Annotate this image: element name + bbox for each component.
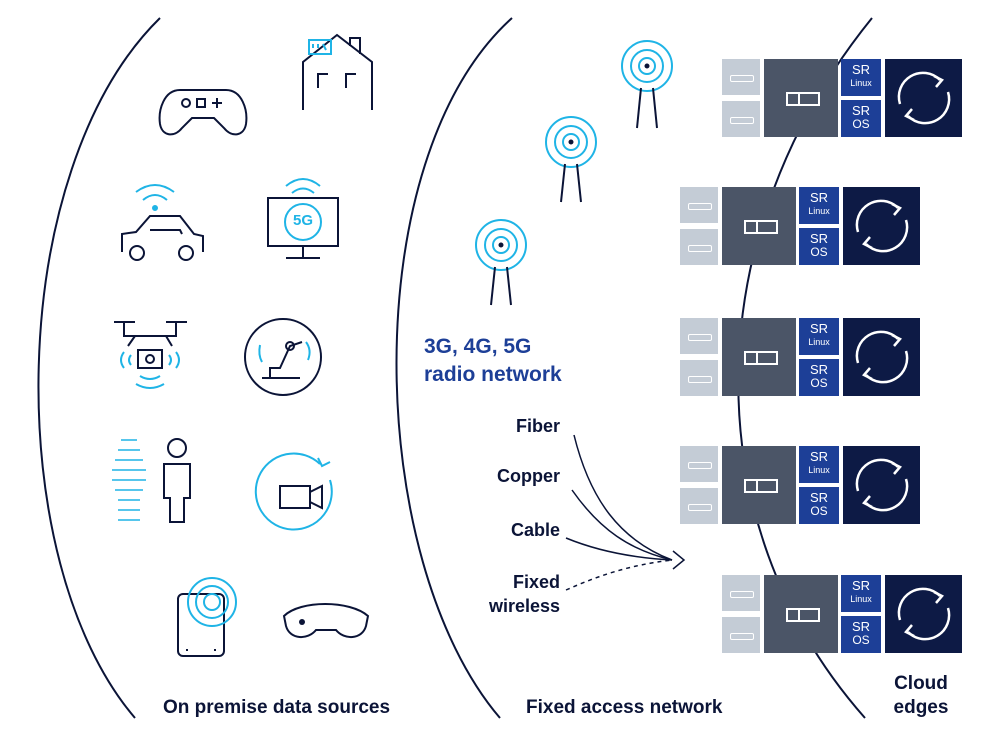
radio-network-line2: radio network bbox=[424, 363, 562, 386]
fixed-wireless-line2: wireless bbox=[488, 596, 560, 616]
5g-tv-icon bbox=[267, 178, 339, 259]
server-chassis bbox=[764, 575, 838, 653]
switch-icon bbox=[786, 608, 820, 622]
access-boundary-arc bbox=[395, 17, 513, 719]
fixed-access-section-label: Fixed access network bbox=[526, 697, 723, 718]
copper-line bbox=[571, 489, 673, 561]
server-slot bbox=[680, 229, 718, 265]
vr-headset-icon bbox=[282, 603, 370, 638]
switch-icon bbox=[744, 479, 778, 493]
copper-label: Copper bbox=[497, 466, 560, 486]
robotic-arm-icon bbox=[244, 318, 322, 396]
tv-5g-label: 5G bbox=[292, 212, 313, 229]
radio-tower-icon bbox=[545, 116, 597, 203]
switch-icon bbox=[786, 92, 820, 106]
game-controller-icon bbox=[158, 89, 248, 136]
fixed-wireless-label: Fixed wireless bbox=[460, 570, 560, 618]
server-slot bbox=[680, 187, 718, 223]
cloud-edge-panel bbox=[843, 446, 920, 524]
on-premise-section-label: On premise data sources bbox=[163, 697, 391, 718]
server-slot bbox=[680, 318, 718, 354]
radio-tower-icon bbox=[475, 219, 527, 306]
drone-camera-icon bbox=[114, 321, 187, 389]
cloud-edges-section-label: Cloud edges bbox=[893, 673, 949, 718]
video-camera-icon bbox=[254, 452, 333, 531]
server-slot bbox=[680, 488, 718, 524]
server-chassis bbox=[764, 59, 838, 137]
cloud-edge-panel bbox=[885, 575, 962, 653]
radio-network-line1: 3G, 4G, 5G bbox=[424, 335, 532, 358]
cloud-edge-panel bbox=[843, 318, 920, 396]
connected-car-icon bbox=[121, 184, 204, 261]
cable-line bbox=[565, 537, 673, 561]
cloud-edge-panel bbox=[843, 187, 920, 265]
switch-icon bbox=[744, 220, 778, 234]
cable-label: Cable bbox=[510, 520, 560, 540]
fixed-wireless-line1: Fixed bbox=[512, 572, 560, 592]
fixed-wireless-line bbox=[565, 559, 673, 591]
radio-tower-icon bbox=[621, 40, 673, 129]
body-scan-icon bbox=[112, 438, 191, 523]
smartphone-signal-icon bbox=[177, 577, 237, 657]
fiber-label: Fiber bbox=[515, 416, 560, 436]
switch-icon bbox=[744, 351, 778, 365]
on-premise-boundary-arc bbox=[37, 17, 161, 719]
server-slot bbox=[722, 575, 760, 611]
server-slot bbox=[680, 360, 718, 396]
server-slot bbox=[722, 617, 760, 653]
server-slot bbox=[680, 446, 718, 482]
cloud-edge-panel bbox=[885, 59, 962, 137]
smart-home-icon bbox=[302, 33, 373, 110]
access-arrow-head bbox=[672, 550, 686, 570]
fiber-line bbox=[573, 434, 673, 561]
server-chassis bbox=[722, 187, 796, 265]
server-slot bbox=[722, 59, 760, 95]
server-chassis bbox=[722, 446, 796, 524]
server-chassis bbox=[722, 318, 796, 396]
server-slot bbox=[722, 101, 760, 137]
radio-network-label: 3G, 4G, 5G radio network bbox=[424, 333, 562, 389]
